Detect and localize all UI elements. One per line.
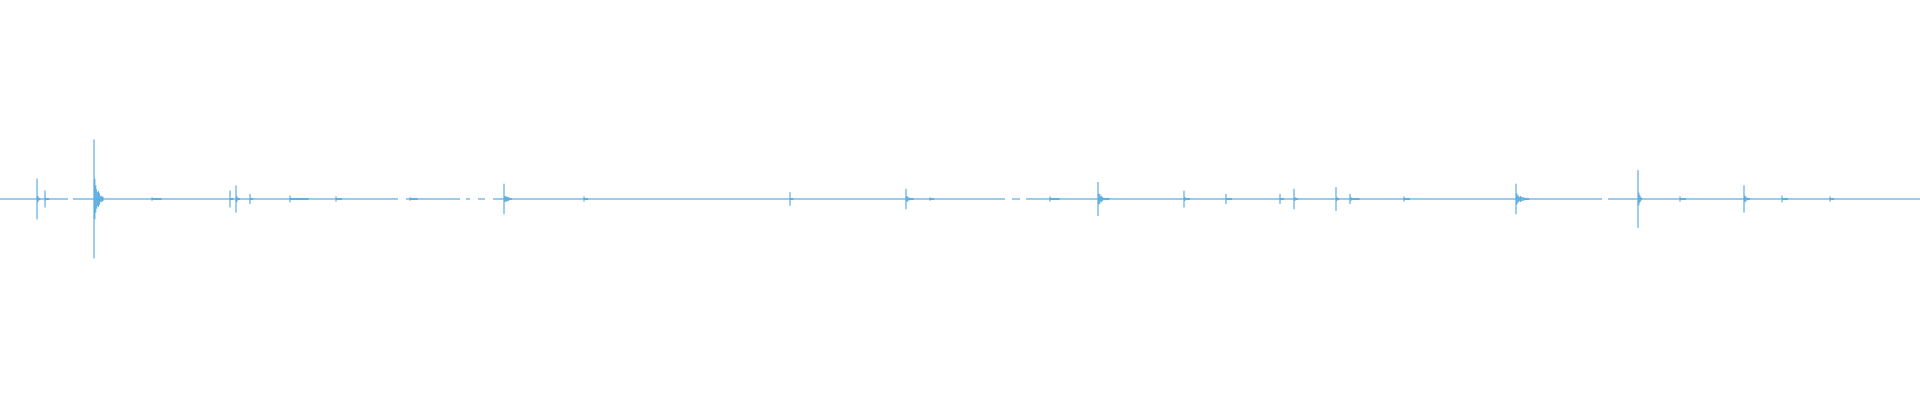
waveform-peak	[1335, 187, 1340, 211]
waveform-peak	[1349, 193, 1360, 205]
waveform-peak	[1403, 196, 1410, 202]
waveform-peak	[235, 185, 241, 213]
waveform-peak	[789, 192, 794, 206]
waveform-peak	[1637, 170, 1643, 228]
waveform-peak	[289, 195, 309, 203]
waveform-peak	[1829, 196, 1835, 202]
waveform-peak	[36, 178, 41, 220]
waveform-peak	[1279, 193, 1285, 205]
waveform-peak	[1743, 185, 1750, 213]
waveform-peak	[1225, 193, 1232, 205]
waveform-peak	[1049, 196, 1060, 202]
waveform-peaks	[36, 139, 1835, 259]
waveform-peak	[1515, 183, 1530, 215]
waveform-peak	[1183, 190, 1190, 208]
waveform-peak	[583, 196, 589, 202]
waveform-peak	[409, 197, 418, 201]
waveform-peak	[44, 190, 50, 208]
waveform-peak	[335, 196, 342, 202]
waveform-peak	[249, 193, 254, 205]
waveform-peak	[1781, 195, 1788, 203]
waveform-peak	[93, 139, 104, 259]
waveform-peak	[151, 197, 162, 201]
waveform-peak	[1097, 182, 1110, 216]
waveform-peak	[503, 183, 512, 215]
waveform-peak	[929, 197, 935, 201]
waveform-peak	[229, 190, 234, 208]
waveform-peak	[905, 188, 914, 210]
waveform-peak	[1293, 188, 1299, 210]
waveform-peak	[1679, 196, 1686, 202]
